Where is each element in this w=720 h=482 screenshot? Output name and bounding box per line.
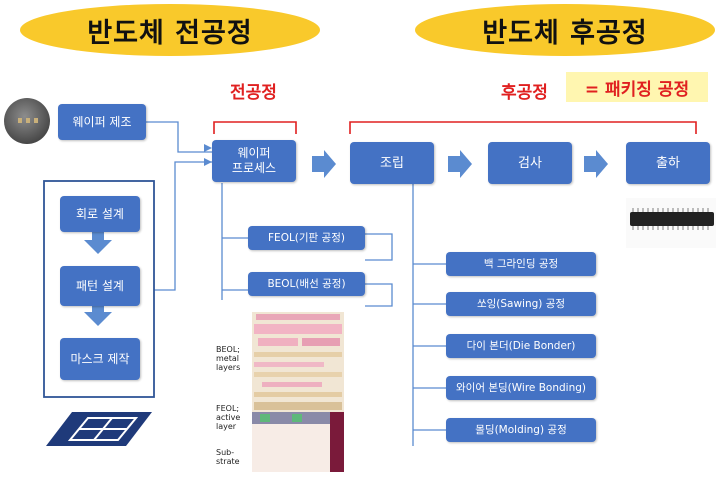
substrate-label: Sub- strate <box>216 448 240 466</box>
back-end-label: 후공정 <box>501 83 548 103</box>
beol-step: BEOL(배선 공정) <box>248 272 365 296</box>
inspection-step: 검사 <box>488 142 572 184</box>
beol-layers-label: BEOL; metal layers <box>216 345 241 372</box>
wafer-process-line1: 웨이퍼 <box>237 146 271 160</box>
arrow-icon <box>584 150 608 178</box>
beol-bracket-line <box>365 283 393 307</box>
wafer-process-line2: 프로세스 <box>231 161 277 175</box>
feol-step: FEOL(기판 공정) <box>248 226 365 250</box>
feol-bracket-line <box>365 233 393 261</box>
shipping-step: 출하 <box>626 142 710 184</box>
back-end-bracket <box>349 121 697 134</box>
front-end-label: 전공정 <box>230 83 277 103</box>
assembly-step: 조립 <box>350 142 434 184</box>
wafer-to-process-line <box>146 121 212 153</box>
pattern-design-step: 패턴 설계 <box>60 266 140 306</box>
chip-cross-section-image <box>252 312 344 472</box>
sawing-step: 쏘잉(Sawing) 공정 <box>446 292 596 316</box>
packaging-label: = 패키징 공정 <box>566 72 708 102</box>
circuit-design-step: 회로 설계 <box>60 196 140 232</box>
down-arrow-icon <box>84 304 112 326</box>
back-grinding-step: 백 그라인딩 공정 <box>446 252 596 276</box>
design-group-frame <box>43 180 155 398</box>
molding-step: 몰딩(Molding) 공정 <box>446 418 596 442</box>
front-end-banner: 반도체 전공정 <box>20 4 320 56</box>
mask-making-step: 마스크 제작 <box>60 338 140 380</box>
arrow-head <box>204 158 212 166</box>
wire-bonding-step: 와이어 본딩(Wire Bonding) <box>446 376 596 400</box>
photomask-icon <box>46 412 152 446</box>
arrow-head <box>204 144 212 152</box>
design-to-process-line <box>154 161 212 291</box>
down-arrow-icon <box>84 232 112 254</box>
packaged-chip-image <box>626 198 716 248</box>
wafer-manufacturing-step: 웨이퍼 제조 <box>58 104 146 140</box>
wafer-process-step: 웨이퍼 프로세스 <box>212 140 296 182</box>
arrow-icon <box>448 150 472 178</box>
arrow-icon <box>312 150 336 178</box>
die-bonder-step: 다이 본더(Die Bonder) <box>446 334 596 358</box>
front-end-bracket <box>213 121 297 134</box>
feol-layer-label: FEOL; active layer <box>216 404 241 431</box>
back-end-banner: 반도체 후공정 <box>415 4 715 56</box>
wafer-image <box>4 98 50 144</box>
